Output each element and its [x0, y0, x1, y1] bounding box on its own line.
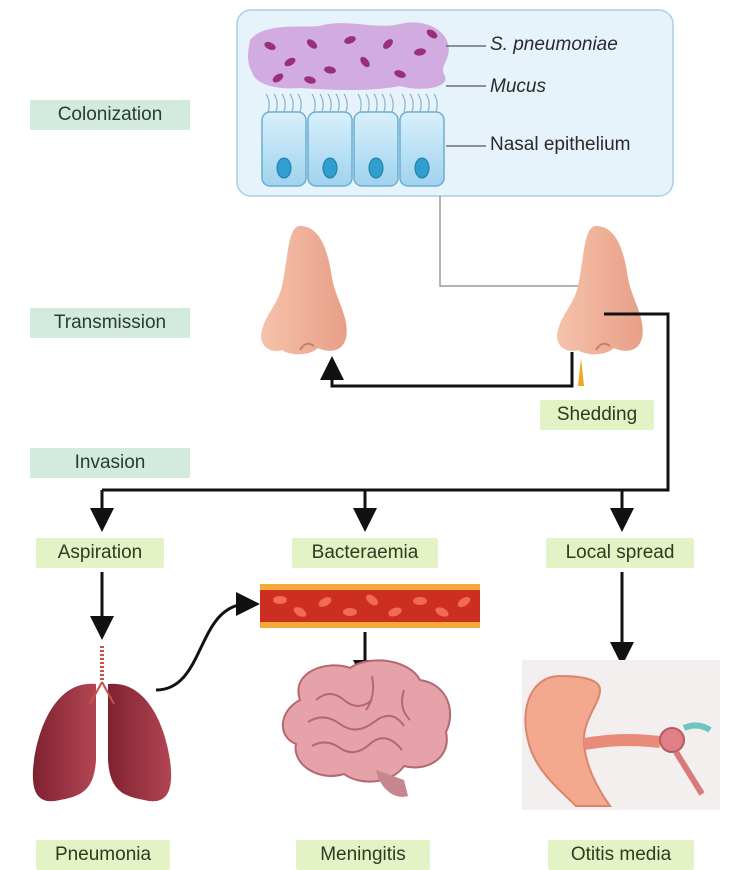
- ear-illustration: [522, 660, 720, 810]
- right-nose: [557, 226, 643, 354]
- callout-nasal-epithelium: Nasal epithelium: [490, 134, 630, 156]
- stage-label-invasion: Invasion: [30, 448, 190, 478]
- tag-otitis-media: Otitis media: [548, 840, 694, 870]
- transmission-arrow: [332, 352, 572, 386]
- shedding-droplet-icon: [578, 358, 584, 386]
- tag-bacteraemia: Bacteraemia: [292, 538, 438, 568]
- inset-connector-line: [440, 196, 598, 286]
- tag-local-spread: Local spread: [546, 538, 694, 568]
- brain-illustration: [283, 660, 450, 796]
- callout-mucus: Mucus: [490, 76, 546, 98]
- tag-shedding: Shedding: [540, 400, 654, 430]
- lungs-illustration: [33, 646, 171, 801]
- stage-label-colonization: Colonization: [30, 100, 190, 130]
- blood-vessel: [260, 584, 480, 628]
- tag-pneumonia: Pneumonia: [36, 840, 170, 870]
- stage-label-transmission: Transmission: [30, 308, 190, 338]
- tag-meningitis: Meningitis: [296, 840, 430, 870]
- callout-s-pneumoniae: S. pneumoniae: [490, 34, 618, 56]
- arrow-lungs-to-bloodstream: [156, 604, 248, 690]
- left-nose: [261, 226, 347, 354]
- tag-aspiration: Aspiration: [36, 538, 164, 568]
